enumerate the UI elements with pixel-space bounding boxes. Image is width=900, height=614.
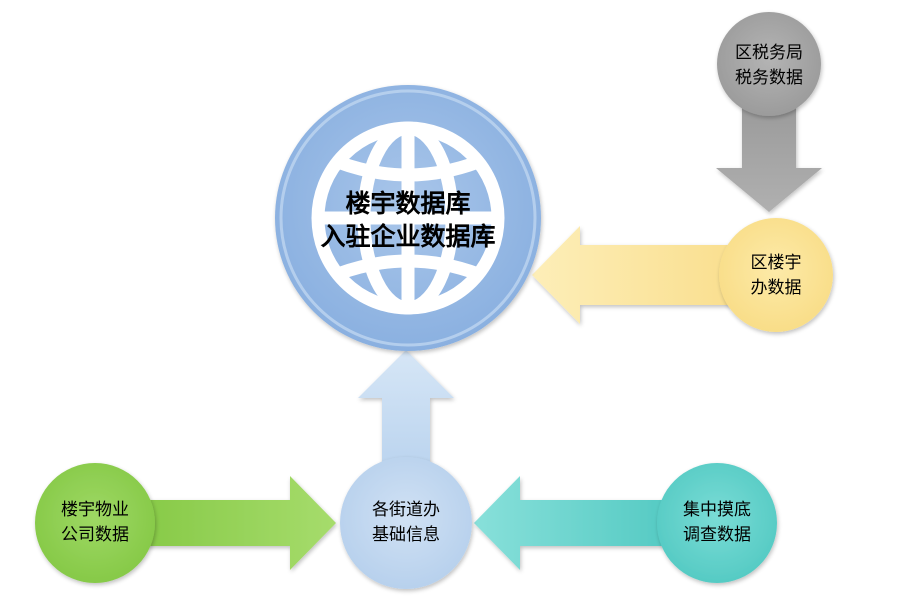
- node-survey: 集中摸底 调查数据: [657, 463, 777, 583]
- center-database-node: 楼宇数据库 入驻企业数据库: [275, 85, 541, 351]
- node-survey-line2: 调查数据: [683, 525, 751, 545]
- node-street: 各街道办 基础信息: [340, 457, 472, 589]
- center-title-line2: 入驻企业数据库: [320, 222, 495, 251]
- node-building-line2: 办数据: [751, 278, 802, 298]
- center-title-line1: 楼宇数据库: [345, 189, 470, 218]
- node-building: 区楼宇 办数据: [719, 218, 833, 332]
- node-tax-line2: 税务数据: [735, 68, 803, 88]
- globe-icon: [311, 121, 505, 315]
- node-tax-line1: 区税务局: [735, 43, 803, 63]
- node-tax: 区税务局 税务数据: [717, 12, 821, 116]
- node-survey-line1: 集中摸底: [683, 500, 751, 520]
- node-property: 楼宇物业 公司数据: [35, 463, 155, 583]
- node-property-line1: 楼宇物业: [61, 500, 129, 520]
- arrow-building-to-center: [532, 226, 760, 324]
- arrow-tax-to-building: [716, 100, 822, 212]
- node-building-line1: 区楼宇: [751, 253, 802, 273]
- arrow-street-to-center: [358, 350, 454, 480]
- arrow-survey-to-street: [474, 476, 680, 570]
- arrow-property-to-street: [135, 476, 336, 570]
- node-property-line2: 公司数据: [61, 525, 129, 545]
- node-street-line1: 各街道办: [372, 500, 440, 520]
- node-street-line2: 基础信息: [372, 525, 440, 545]
